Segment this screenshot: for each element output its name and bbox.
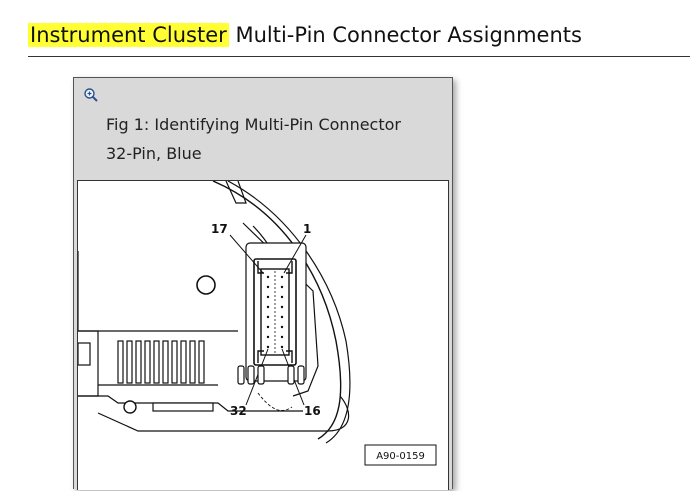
pin-label-16: 16 xyxy=(304,404,321,418)
housing-outer-curve xyxy=(212,181,342,440)
figure-panel: Fig 1: Identifying Multi-Pin Connector 3… xyxy=(73,77,453,490)
connector-diagram: 17 1 32 16 xyxy=(77,180,449,490)
caption-line-2: 32-Pin, Blue xyxy=(106,144,202,163)
figure-caption: Fig 1: Identifying Multi-Pin Connector 3… xyxy=(106,110,436,168)
pin-label-17: 17 xyxy=(211,222,228,236)
reference-code: A90-0159 xyxy=(376,451,425,462)
leader-pin-1 xyxy=(283,234,307,274)
screw-hole xyxy=(123,400,137,414)
body-left-edge xyxy=(78,251,99,397)
bottom-housing-2 xyxy=(97,395,350,432)
lower-fins xyxy=(237,365,305,385)
dashed-arc xyxy=(257,392,293,411)
page-title: Instrument Cluster Multi-Pin Connector A… xyxy=(28,18,582,52)
title-rest: Multi-Pin Connector Assignments xyxy=(235,23,582,47)
reference-code-box xyxy=(364,444,437,466)
leader-pin-17 xyxy=(229,234,264,274)
housing-tab xyxy=(225,181,247,204)
housing-outer-curve-2 xyxy=(227,181,351,444)
connector-drawing: 17 1 32 16 xyxy=(78,181,437,466)
title-highlight: Instrument Cluster xyxy=(28,23,229,47)
caption-line-1: Fig 1: Identifying Multi-Pin Connector xyxy=(106,115,401,134)
leader-pin-32 xyxy=(245,348,269,406)
title-divider xyxy=(28,56,690,57)
pin-label-1: 1 xyxy=(303,222,311,236)
mounting-hole xyxy=(196,275,216,295)
zoom-in-icon[interactable] xyxy=(83,87,99,103)
heatsink-fins xyxy=(117,340,205,384)
bottom-slot xyxy=(152,402,214,412)
pin-dots xyxy=(266,275,284,349)
left-clip xyxy=(78,342,91,366)
